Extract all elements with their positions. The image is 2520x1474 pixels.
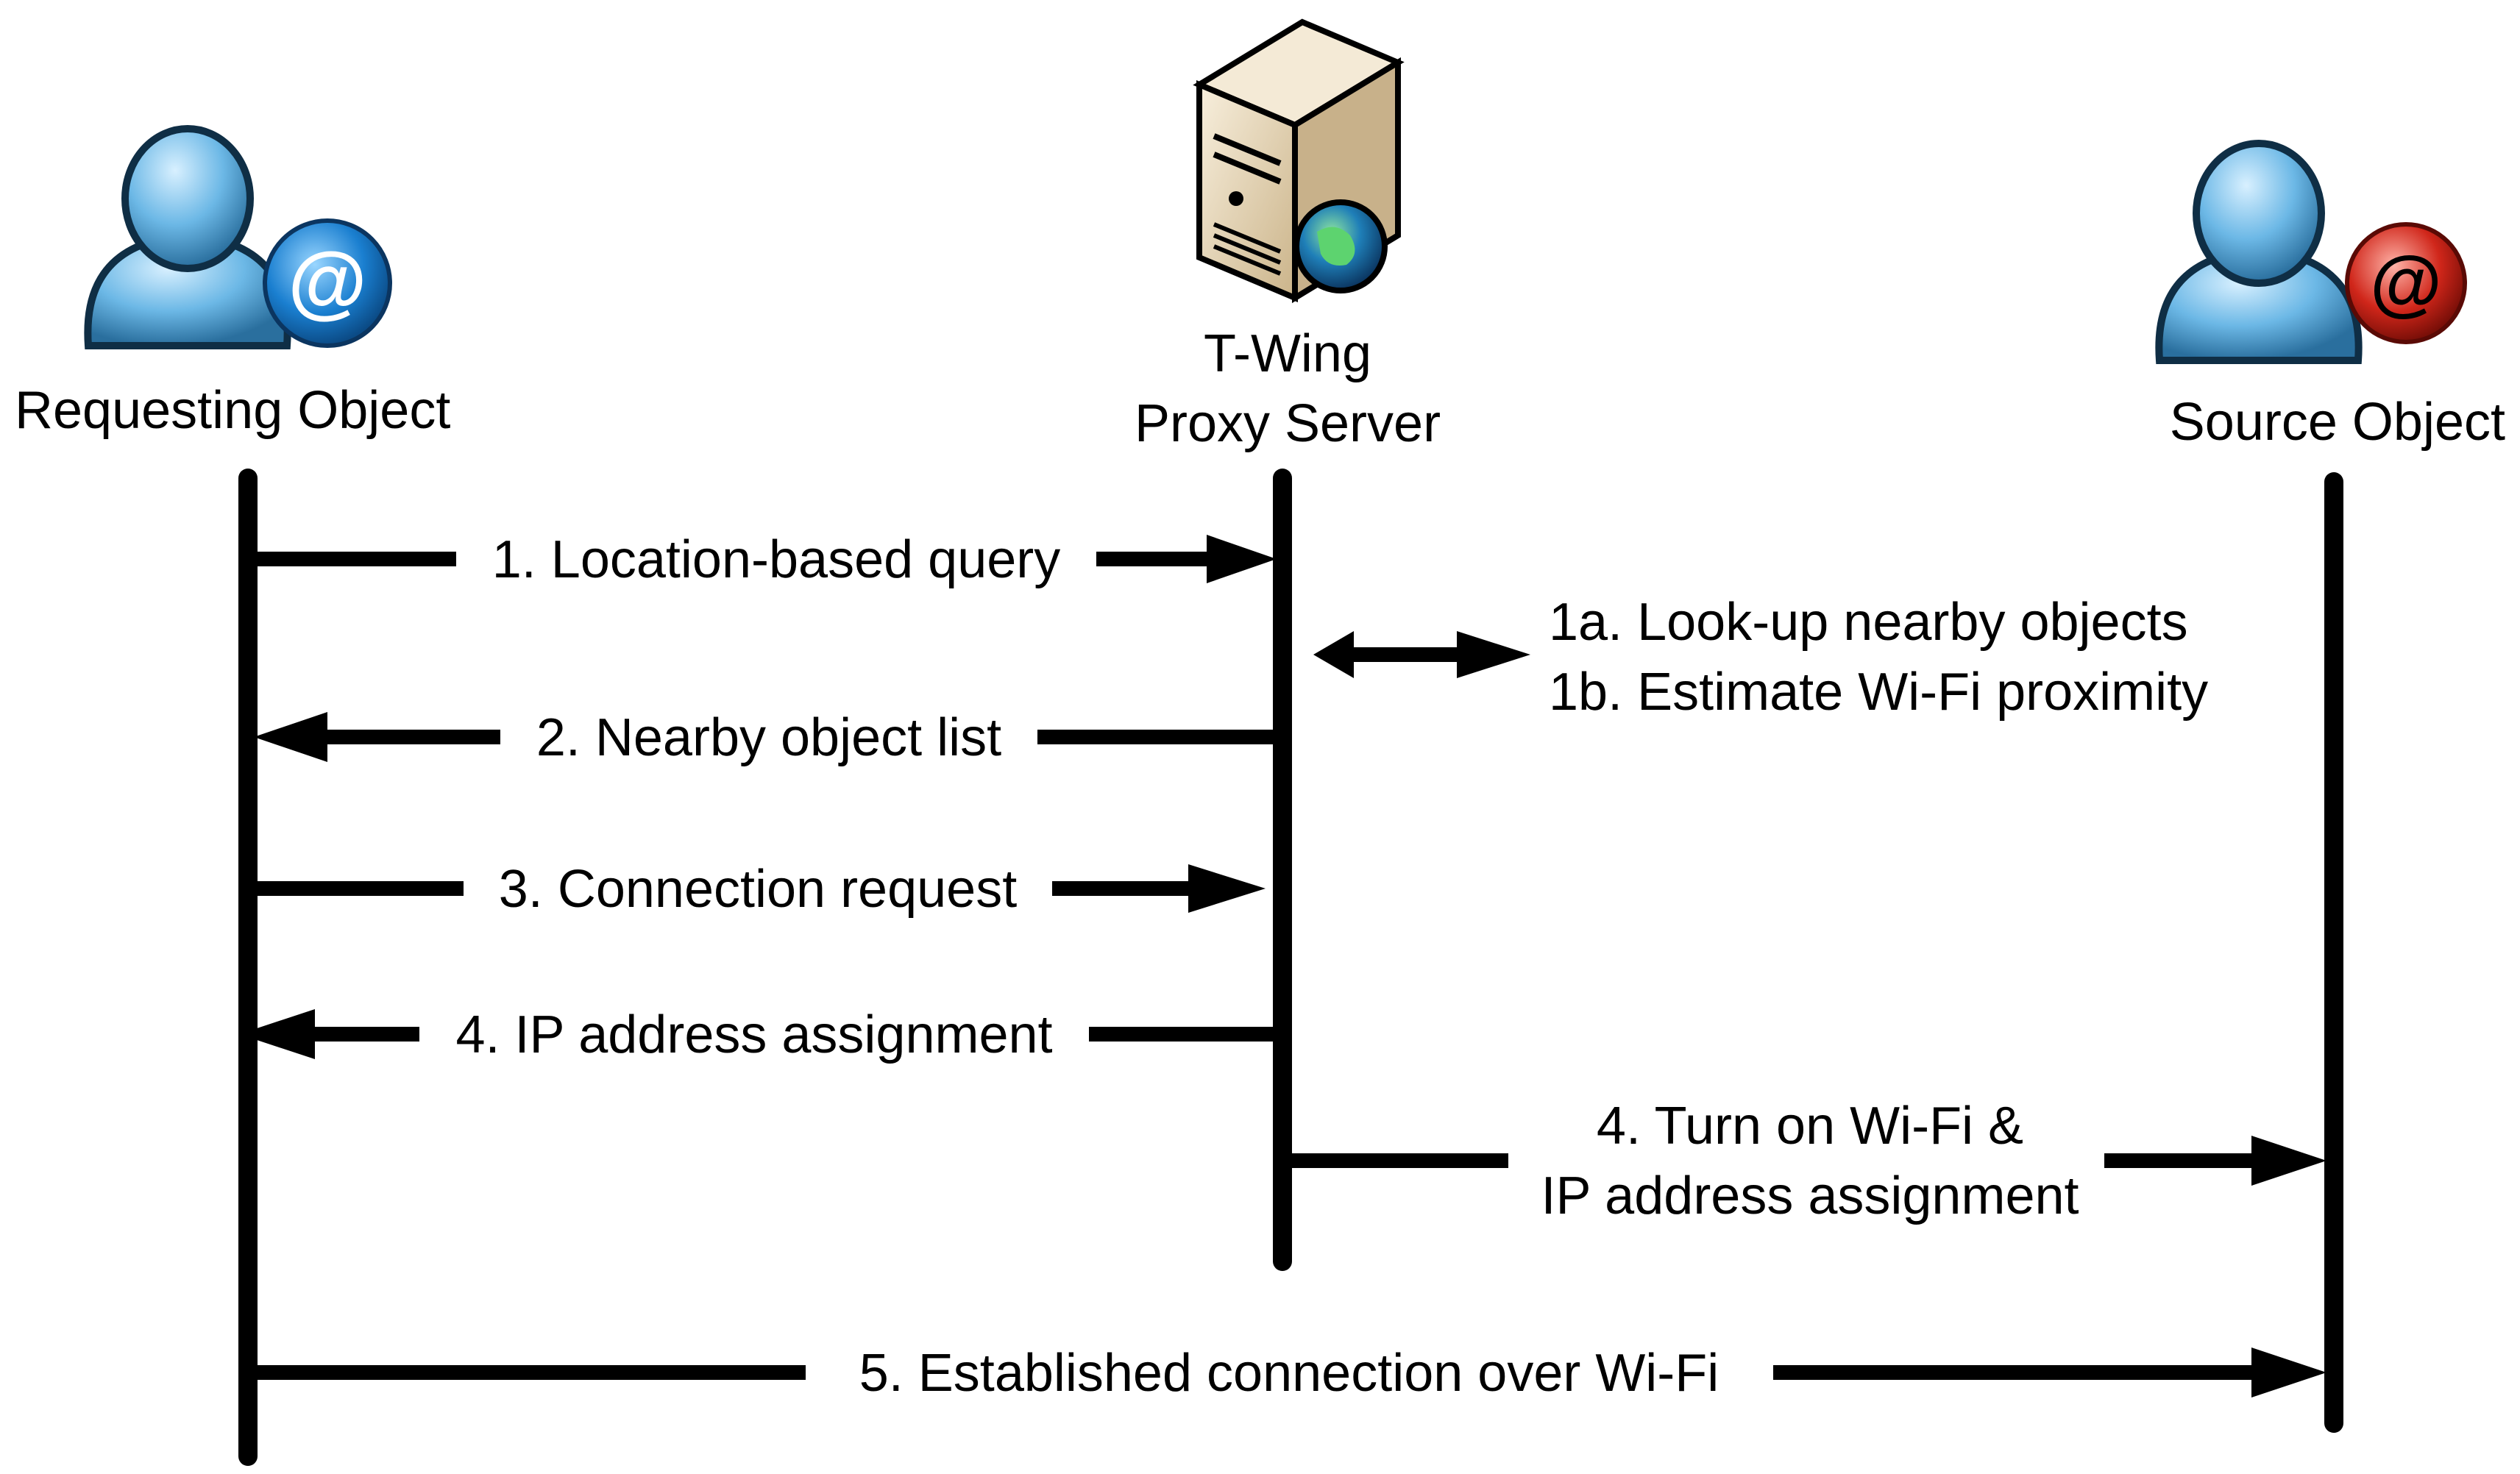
participant-label-proxy-line2: Proxy Server <box>1135 394 1441 453</box>
message-5-arrow: 5. Established connection over Wi-Fi <box>258 1336 2326 1409</box>
self-note-line2: 1b. Estimate Wi-Fi proximity <box>1549 663 2208 722</box>
message-5-label: 5. Established connection over Wi-Fi <box>859 1344 1719 1403</box>
message-4-label: 4. IP address assignment <box>455 1005 1052 1064</box>
message-3-label: 3. Connection request <box>499 860 1017 919</box>
participant-label-proxy-line1: T-Wing <box>1204 324 1371 383</box>
message-2-label: 2. Nearby object list <box>536 708 1001 767</box>
self-note-line1: 1a. Look-up nearby objects <box>1549 593 2188 652</box>
message-4b-label-line2: IP address assignment <box>1541 1167 2079 1225</box>
message-4-arrow: 4. IP address assignment <box>239 997 1273 1071</box>
message-2-arrow: 2. Nearby object list <box>254 700 1273 774</box>
svg-text:@: @ <box>288 236 366 327</box>
message-1-label: 1. Location-based query <box>492 530 1061 589</box>
at-sign-red-icon: @ <box>2345 222 2467 344</box>
globe-icon <box>1293 199 1388 293</box>
proxy-server-icon <box>1193 18 1405 304</box>
source-object-icon: @ <box>2155 140 2467 364</box>
message-4b-arrow: 4. Turn on Wi-Fi & IP address assignment <box>1291 1097 2326 1225</box>
participant-label-source: Source Object <box>2170 393 2505 452</box>
self-processing-arrow <box>1313 631 1530 678</box>
user-icon <box>84 125 291 349</box>
svg-text:@: @ <box>2370 241 2442 324</box>
message-3-arrow: 3. Connection request <box>258 852 1266 925</box>
participant-label-requesting: Requesting Object <box>15 381 450 440</box>
message-1-arrow: 1. Location-based query <box>258 522 1277 596</box>
user-icon <box>2155 140 2363 364</box>
requesting-object-icon: @ <box>84 125 392 349</box>
message-4b-label-line1: 4. Turn on Wi-Fi & <box>1597 1097 2023 1156</box>
at-sign-blue-icon: @ <box>263 218 392 348</box>
